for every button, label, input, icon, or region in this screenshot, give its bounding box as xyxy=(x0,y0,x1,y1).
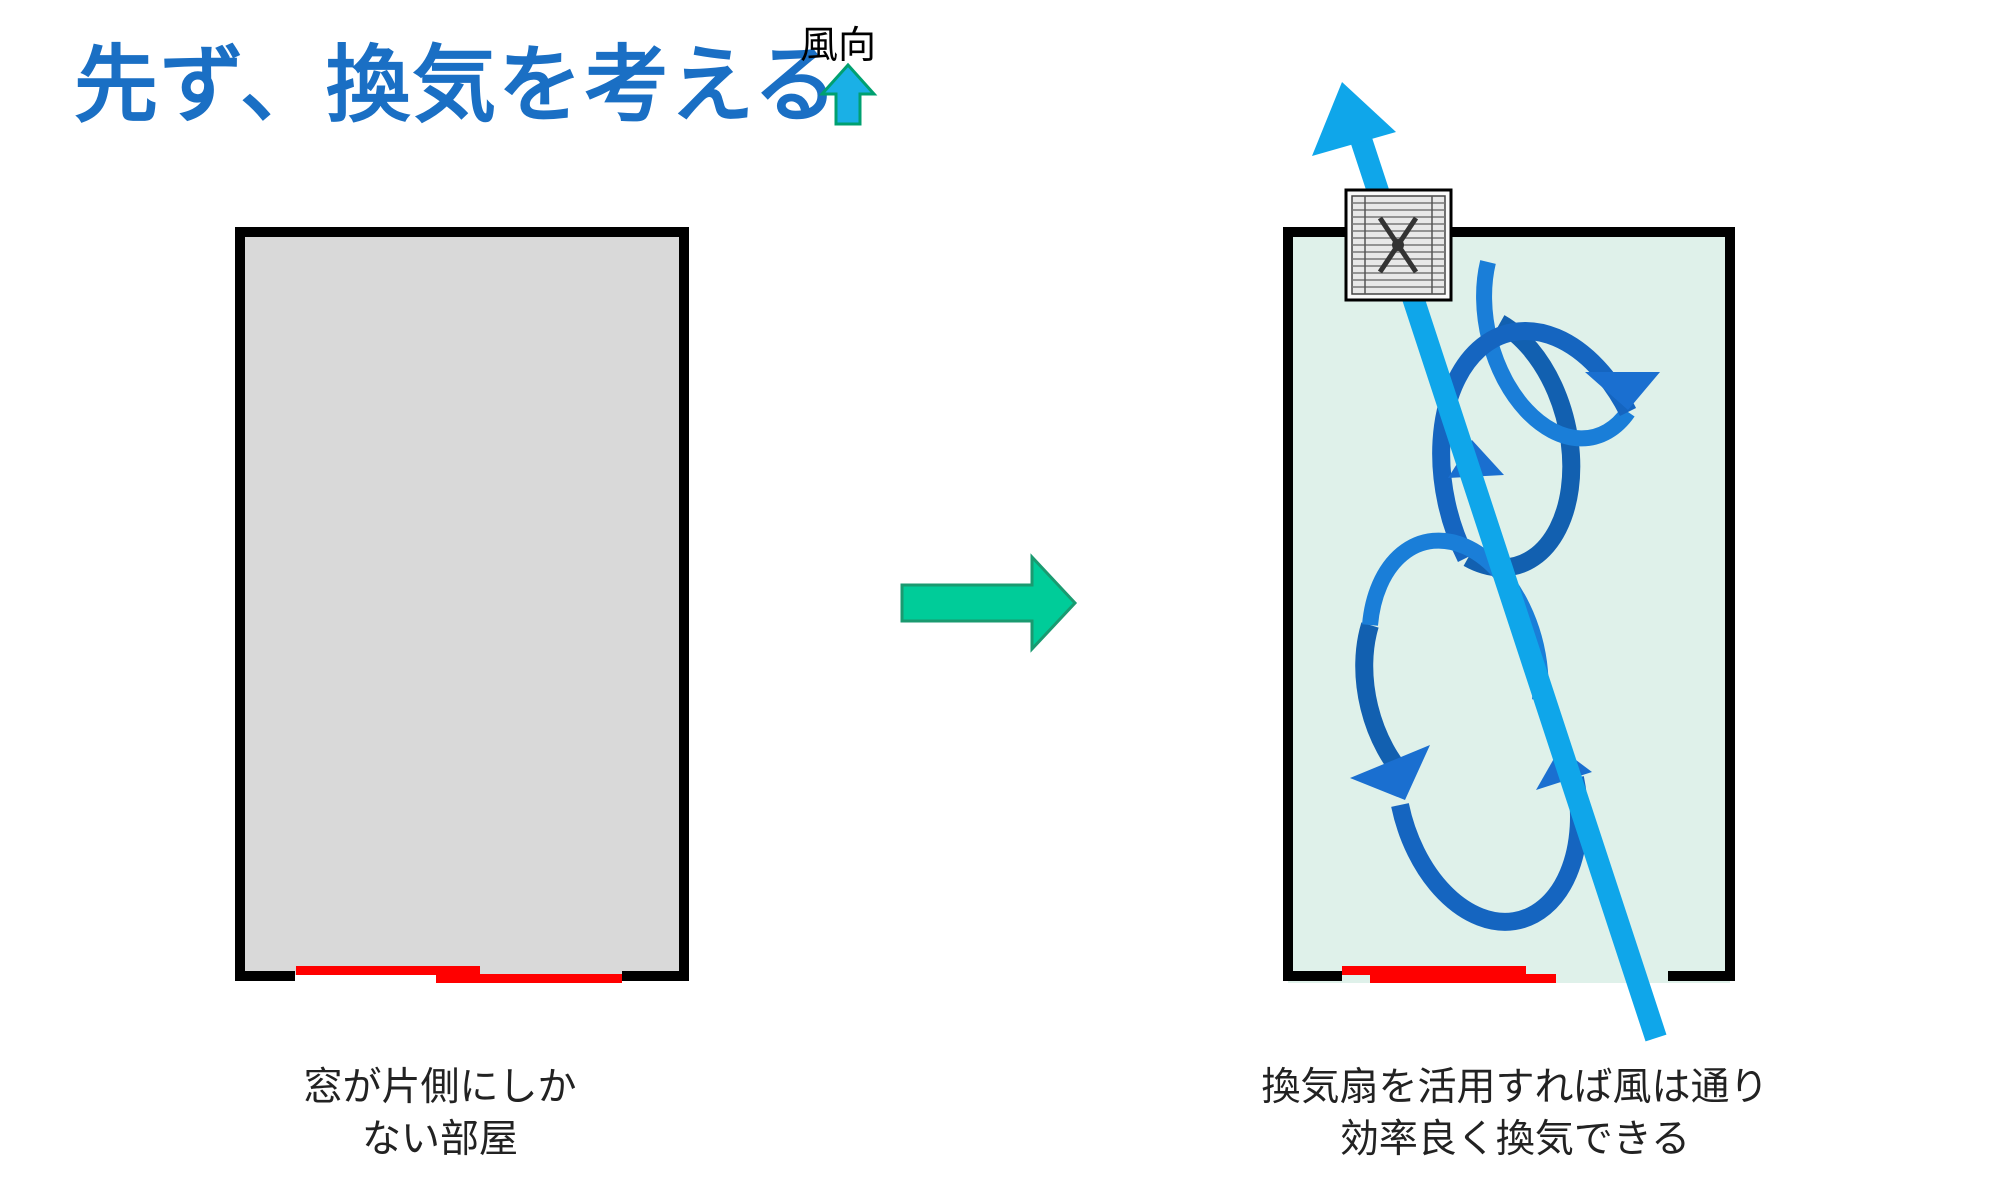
left-room-window xyxy=(436,974,622,983)
left-room-walls xyxy=(235,227,689,981)
right-room xyxy=(1283,82,1735,1042)
wind-direction-arrow-icon xyxy=(818,62,878,126)
circular-arrowhead-icon xyxy=(1350,745,1430,800)
caption-left: 窓が片側にしか ない部屋 xyxy=(290,1062,590,1166)
transition-arrow-icon xyxy=(900,553,1078,653)
left-room-floor xyxy=(240,232,684,975)
page-title: 先ず、換気を考える xyxy=(74,36,840,134)
right-room-window xyxy=(1370,974,1556,983)
caption-right-line: 換気扇を活用すれば風は通り xyxy=(1261,1065,1769,1110)
left-room-window xyxy=(296,966,480,975)
wind-direction-label: 風向 xyxy=(800,23,877,67)
right-room-walls xyxy=(1283,227,1735,981)
straight-airflow-arrowhead-icon xyxy=(1312,82,1396,156)
exhaust-fan-icon xyxy=(1344,188,1453,302)
circular-arrowhead-icon xyxy=(1585,372,1660,410)
caption-right-line: 効率良く換気できる xyxy=(1339,1117,1691,1162)
caption-left-line: ない部屋 xyxy=(361,1117,518,1162)
right-room-window xyxy=(1342,966,1526,975)
caption-left-line: 窓が片側にしか xyxy=(303,1065,577,1110)
left-room xyxy=(235,227,689,983)
caption-right: 換気扇を活用すれば風は通り 効率良く換気できる xyxy=(1215,1062,1815,1166)
